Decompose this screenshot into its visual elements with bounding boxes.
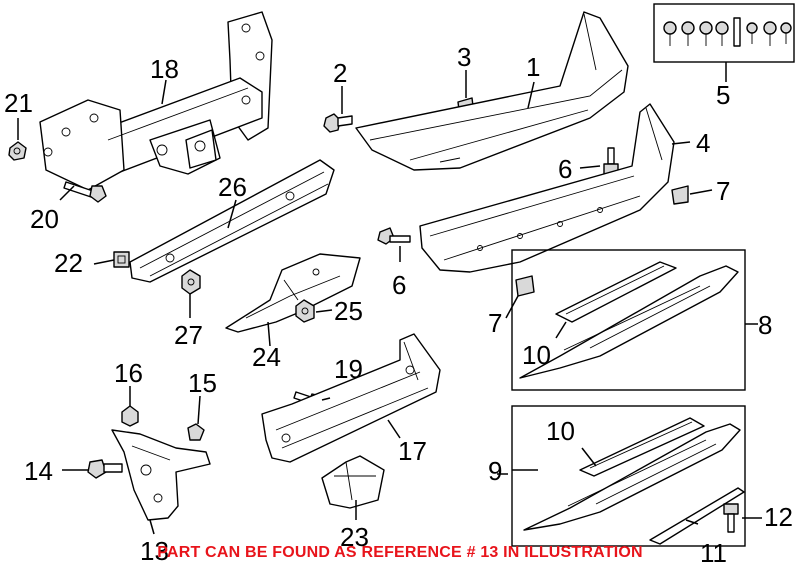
callout-22: 22 bbox=[54, 248, 83, 278]
part-13-bracket bbox=[111, 429, 211, 521]
callout-27: 27 bbox=[174, 320, 203, 350]
callout-13: 13 bbox=[140, 536, 169, 566]
callout-16: 16 bbox=[114, 358, 143, 388]
callout-5: 5 bbox=[716, 80, 730, 110]
callout-labels: 18 21 20 26 22 27 24 25 2 3 1 5 6 4 7 6 … bbox=[4, 42, 793, 568]
callout-15: 15 bbox=[188, 368, 217, 398]
part-7-clip-lower bbox=[515, 275, 535, 297]
part-1-bumper-cover bbox=[355, 11, 629, 171]
callout-2: 2 bbox=[333, 58, 347, 88]
part-5-hardware-kit bbox=[653, 3, 795, 63]
callout-23: 23 bbox=[340, 522, 369, 552]
callout-4: 4 bbox=[696, 128, 710, 158]
callout-9: 9 bbox=[488, 456, 502, 486]
part-23-bracket bbox=[321, 455, 385, 509]
part-14-bolt bbox=[87, 459, 123, 479]
callout-7-lower: 7 bbox=[488, 308, 502, 338]
reference-note: PART CAN BE FOUND AS REFERENCE # 13 IN I… bbox=[157, 544, 643, 561]
callout-12: 12 bbox=[764, 502, 793, 532]
callout-24: 24 bbox=[252, 342, 281, 372]
part-25-nut bbox=[295, 299, 315, 323]
part-7-clip-upper bbox=[671, 185, 689, 205]
callout-6-upper: 6 bbox=[558, 154, 572, 184]
callout-21: 21 bbox=[4, 88, 33, 118]
callout-7-upper: 7 bbox=[716, 176, 730, 206]
callout-17: 17 bbox=[398, 436, 427, 466]
part-18-trailer-hitch bbox=[39, 11, 273, 191]
callout-19: 19 bbox=[334, 354, 363, 384]
part-21-nut bbox=[8, 141, 27, 161]
part-6-bolt-lower bbox=[377, 227, 411, 245]
part-12-bolt bbox=[723, 503, 739, 533]
callout-26: 26 bbox=[218, 172, 247, 202]
part-26-reinforcement bbox=[129, 159, 335, 283]
part-17-impact-bar bbox=[261, 333, 441, 463]
leader-lines bbox=[17, 62, 762, 535]
callout-20: 20 bbox=[30, 204, 59, 234]
part-8-assembly-box bbox=[511, 249, 746, 391]
part-2-bolt bbox=[323, 113, 353, 133]
part-20-bolt bbox=[63, 181, 107, 203]
callout-10-upper: 10 bbox=[522, 340, 551, 370]
callout-3: 3 bbox=[457, 42, 471, 72]
callout-11: 11 bbox=[700, 538, 727, 568]
callout-10-lower: 10 bbox=[546, 416, 575, 446]
part-27-nut bbox=[181, 269, 201, 295]
callout-8: 8 bbox=[758, 310, 772, 340]
callout-25: 25 bbox=[334, 296, 363, 326]
part-16-nut bbox=[121, 405, 139, 427]
part-11-trim-strip bbox=[649, 487, 745, 545]
part-22-clip bbox=[113, 251, 130, 268]
callout-14: 14 bbox=[24, 456, 53, 486]
part-24-bracket bbox=[225, 253, 361, 333]
part-9-assembly-box bbox=[511, 405, 746, 547]
callout-6-lower: 6 bbox=[392, 270, 406, 300]
callout-18: 18 bbox=[150, 54, 179, 84]
part-4-lower-cover bbox=[419, 103, 675, 273]
callout-1: 1 bbox=[526, 52, 540, 82]
part-15-clip bbox=[187, 423, 205, 441]
